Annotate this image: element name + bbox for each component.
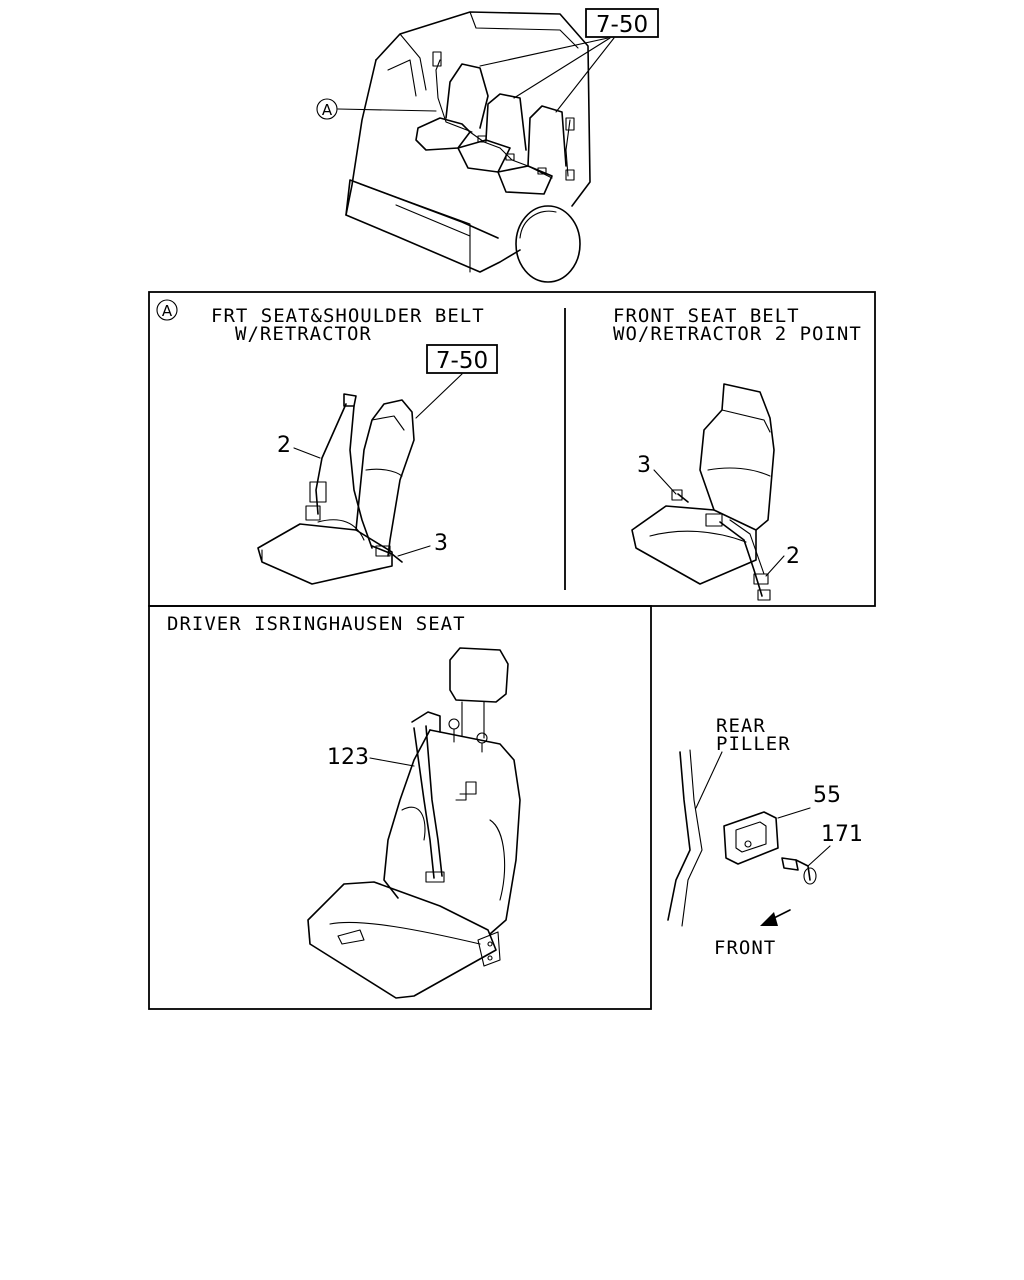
front-direction-label: FRONT <box>714 937 776 959</box>
right-part-2: 2 <box>786 544 800 569</box>
seat-two-point-belt-illustration <box>631 383 785 601</box>
panel-b-frame <box>148 605 652 1010</box>
seat-with-retractor-belt-illustration: 7-50 <box>257 344 498 585</box>
rear-pillar-detail-illustration <box>667 749 831 927</box>
top-ref-label: 7-50 <box>596 12 648 38</box>
driver-part-123: 123 <box>327 745 369 770</box>
left-title-line1: FRT SEAT&SHOULDER BELT <box>211 305 485 327</box>
right-title-line1: FRONT SEAT BELT <box>613 305 800 327</box>
right-part-3: 3 <box>637 453 651 478</box>
pillar-label-line2: PILLER <box>716 733 791 755</box>
pillar-part-55: 55 <box>813 783 841 808</box>
cab-overview-illustration: 7-50 A <box>316 8 659 283</box>
left-part-3: 3 <box>434 531 448 556</box>
panel-b-title: DRIVER ISRINGHAUSEN SEAT <box>167 613 466 635</box>
left-part-2: 2 <box>277 433 291 458</box>
driver-seat-illustration <box>307 647 521 999</box>
right-title-line2: WO/RETRACTOR 2 POINT <box>613 323 862 345</box>
pillar-part-171: 171 <box>821 822 863 847</box>
left-ref-label: 7-50 <box>436 348 488 374</box>
panel-a-label: A <box>162 302 173 320</box>
left-title-line2: W/RETRACTOR <box>235 323 372 345</box>
top-callout-a: A <box>322 101 333 119</box>
pillar-label-line1: REAR <box>716 715 766 737</box>
